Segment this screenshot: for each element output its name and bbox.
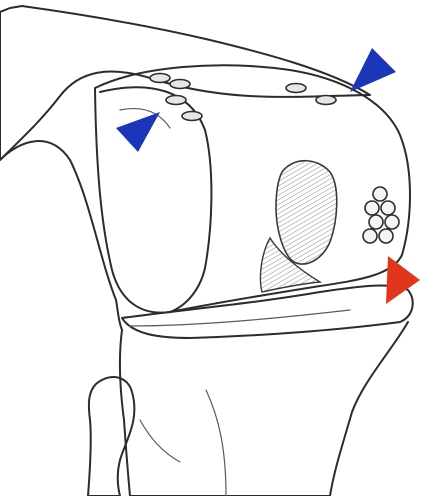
bead [381,201,395,215]
tibia [120,322,408,496]
red-arrow-right-icon [386,256,420,304]
bead [373,187,387,201]
blue-arrow-top-right-icon [350,48,396,92]
peg-hole [166,96,186,105]
tibia-shade-line [140,420,180,462]
bead [369,215,383,229]
peg-hole [286,84,306,93]
tibial-insert [122,286,413,338]
femur-left-contour [0,141,122,330]
blue-arrow-left-icon [116,112,160,152]
intercondylar-notch [276,161,337,264]
peg-hole [150,74,170,83]
bead [379,229,393,243]
femoral-implant [95,65,410,312]
bead [365,201,379,215]
peg-hole [182,112,202,121]
tibia-detail [206,390,226,496]
peg-hole [316,96,336,105]
bead-cluster [363,187,399,243]
peg-hole [170,80,190,89]
bead [385,215,399,229]
bead [363,229,377,243]
